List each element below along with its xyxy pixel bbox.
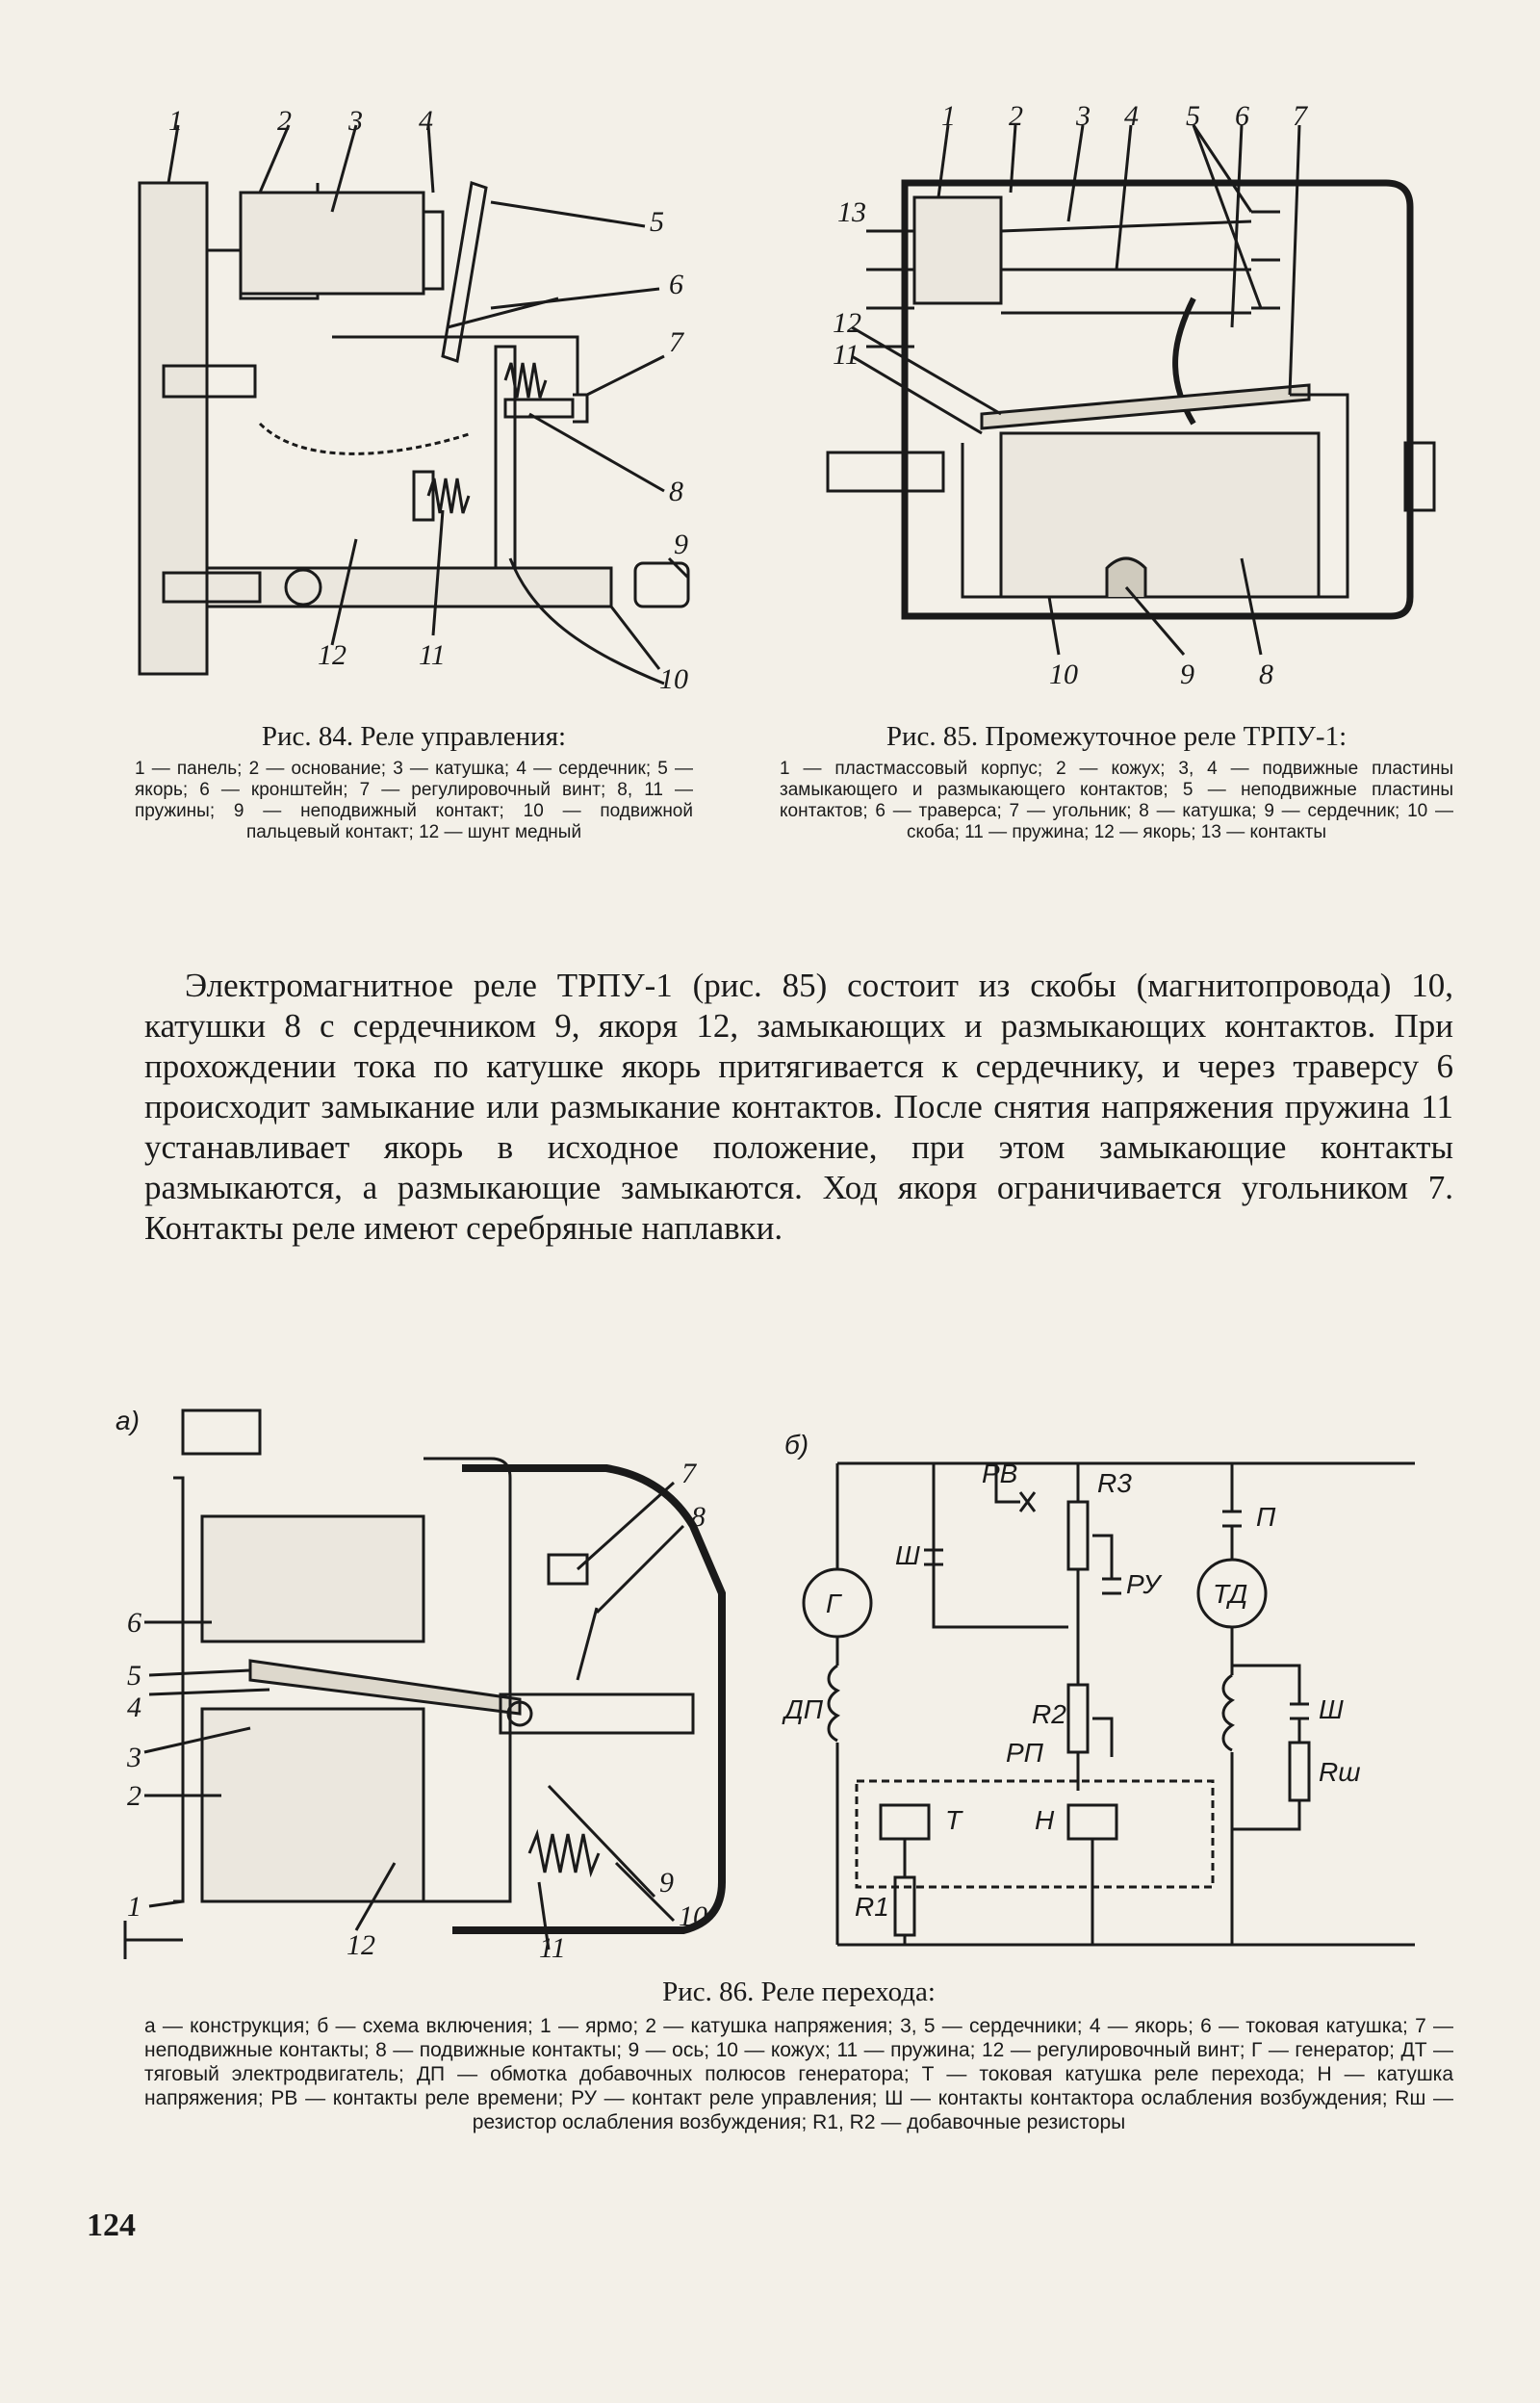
fig86b-ru-label: РУ bbox=[1126, 1569, 1163, 1599]
fig85-label-8: 8 bbox=[1259, 659, 1273, 690]
fig84-label-4: 4 bbox=[419, 106, 433, 137]
fig86b-sh-field-label: Ш bbox=[1319, 1694, 1344, 1724]
fig85-label-11: 11 bbox=[833, 339, 860, 371]
fig84-label-6: 6 bbox=[669, 269, 683, 300]
fig84-label-5: 5 bbox=[650, 206, 664, 238]
fig85-label-7: 7 bbox=[1293, 106, 1309, 132]
fig84-label-7: 7 bbox=[669, 326, 685, 358]
body-paragraph: Электромагнитное реле ТРПУ-1 (рис. 85) с… bbox=[144, 967, 1453, 1247]
fig84-label-12: 12 bbox=[318, 639, 346, 671]
fig86b-rp-label: РП bbox=[1006, 1738, 1044, 1768]
fig86b-n-coil-label: Н bbox=[1035, 1805, 1055, 1835]
figure-85-legend: 1 — пластмассовый корпус; 2 — кожух; 3, … bbox=[780, 759, 1453, 842]
fig85-label-12: 12 bbox=[833, 307, 861, 339]
fig84-label-11: 11 bbox=[419, 639, 446, 671]
fig84-label-10: 10 bbox=[659, 663, 688, 693]
fig85-label-1: 1 bbox=[941, 106, 956, 132]
fig86a-label-9: 9 bbox=[659, 1867, 674, 1899]
fig85-label-2: 2 bbox=[1009, 106, 1023, 132]
fig86a-label-10: 10 bbox=[679, 1900, 707, 1932]
figure-84-drawing: 1 2 3 4 5 6 7 8 9 10 11 12 bbox=[125, 106, 722, 693]
fig85-label-5: 5 bbox=[1186, 106, 1200, 132]
fig84-label-9: 9 bbox=[674, 529, 688, 560]
fig86a-label-11: 11 bbox=[539, 1932, 566, 1959]
fig86b-r3-label: R3 bbox=[1097, 1468, 1132, 1498]
figure-84-caption: Рис. 84. Реле управления: 1 — панель; 2 … bbox=[135, 720, 693, 843]
fig86a-part-label: а) bbox=[116, 1406, 140, 1435]
figure-85-title: Рис. 85. Промежуточное реле ТРПУ-1: bbox=[886, 721, 1348, 752]
figure-85-caption: Рис. 85. Промежуточное реле ТРПУ-1: 1 — … bbox=[780, 720, 1453, 843]
fig86a-label-5: 5 bbox=[127, 1660, 141, 1692]
fig86b-t-coil-label: Т bbox=[945, 1805, 963, 1835]
figure-84-legend: 1 — панель; 2 — основание; 3 — катушка; … bbox=[135, 759, 693, 842]
fig86b-r2-label: R2 bbox=[1032, 1699, 1066, 1729]
fig86a-label-8: 8 bbox=[691, 1501, 706, 1533]
fig86a-label-4: 4 bbox=[127, 1692, 141, 1723]
figure-84-title: Рис. 84. Реле управления: bbox=[261, 721, 567, 752]
fig86a-label-7: 7 bbox=[681, 1458, 698, 1489]
fig86b-dp-label: ДП bbox=[782, 1694, 824, 1724]
figure-86-legend: а — конструкция; б — схема включения; 1 … bbox=[144, 2015, 1453, 2133]
fig85-label-3: 3 bbox=[1075, 106, 1091, 132]
figure-86b-schematic: б) Г ТД ДП Т Н РВ R3 РУ Ш П РП R1 R2 Ш R… bbox=[780, 1425, 1444, 1964]
fig86b-p-label: П bbox=[1256, 1502, 1276, 1532]
fig85-label-6: 6 bbox=[1235, 106, 1249, 132]
fig86b-generator-label: Г bbox=[826, 1589, 842, 1618]
fig85-label-9: 9 bbox=[1180, 659, 1194, 690]
figure-86a-drawing: а) 7 8 6 5 4 3 2 1 12 11 9 10 bbox=[106, 1401, 780, 1959]
fig86b-motor-label: ТД bbox=[1213, 1579, 1247, 1609]
page-number: 124 bbox=[87, 2208, 136, 2243]
fig85-label-10: 10 bbox=[1049, 659, 1078, 690]
figure-86-caption: Рис. 86. Реле перехода: а — конструкция;… bbox=[144, 1976, 1453, 2134]
fig84-label-2: 2 bbox=[277, 106, 292, 137]
fig86b-r1-label: R1 bbox=[855, 1892, 889, 1922]
fig86b-sh-label: Ш bbox=[895, 1540, 920, 1570]
fig86a-label-12: 12 bbox=[346, 1929, 375, 1959]
fig86a-label-2: 2 bbox=[127, 1780, 141, 1812]
fig84-label-3: 3 bbox=[347, 106, 363, 137]
fig86b-rv-label: РВ bbox=[982, 1459, 1017, 1488]
fig86b-part-label: б) bbox=[784, 1430, 808, 1460]
fig85-label-4: 4 bbox=[1124, 106, 1139, 132]
figure-86-title: Рис. 86. Реле перехода: bbox=[662, 1977, 936, 2007]
fig84-label-1: 1 bbox=[168, 106, 183, 137]
fig85-label-13: 13 bbox=[837, 196, 866, 228]
fig86a-label-1: 1 bbox=[127, 1891, 141, 1923]
fig84-label-8: 8 bbox=[669, 476, 683, 507]
fig86b-rsh-label: Rш bbox=[1319, 1757, 1360, 1787]
figure-85-drawing: 1 2 3 4 5 6 7 8 9 10 11 12 13 bbox=[808, 106, 1444, 693]
fig86a-label-3: 3 bbox=[126, 1742, 141, 1773]
fig86a-label-6: 6 bbox=[127, 1607, 141, 1639]
